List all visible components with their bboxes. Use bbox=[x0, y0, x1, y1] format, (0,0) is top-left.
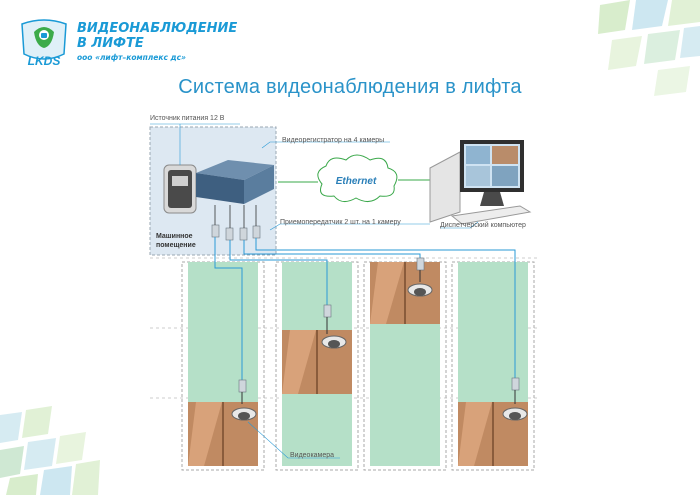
camera-2 bbox=[321, 304, 347, 349]
leader-lines bbox=[150, 123, 479, 459]
machine-room-label: Машинное помещение bbox=[156, 233, 196, 249]
page-title: Система видеонаблюдения в лифта bbox=[178, 76, 522, 98]
video-recorder-icon bbox=[196, 160, 274, 204]
recorder-label: Видеорегистратор на 4 камеры bbox=[282, 137, 385, 144]
computer-icon bbox=[429, 140, 532, 225]
logo-company: ооо «лифт–комплекс дс» bbox=[77, 53, 186, 62]
ethernet-label: Ethernet bbox=[336, 176, 377, 187]
camera-1 bbox=[231, 379, 257, 421]
lkds-logo: LKDS bbox=[18, 18, 70, 68]
logo-line2: В ЛИФТЕ bbox=[77, 36, 144, 51]
ethernet-cloud bbox=[317, 154, 398, 202]
video-cables bbox=[214, 237, 516, 380]
camera-3 bbox=[407, 257, 433, 297]
computer-label: Диспетчерский компьютер bbox=[440, 222, 526, 229]
power-supply-label: Источник питания 12 В bbox=[150, 115, 225, 122]
logo-brand: LKDS bbox=[28, 54, 61, 68]
cabin-3 bbox=[370, 262, 440, 324]
camera-4 bbox=[502, 377, 528, 421]
camera-label: Видеокамера bbox=[290, 452, 335, 459]
transceiver-label: Приемопередатчик 2 шт. на 1 камеру bbox=[280, 219, 401, 226]
logo-line1: ВИДЕОНАБЛЮДЕНИЕ bbox=[77, 21, 238, 36]
power-supply-icon bbox=[163, 164, 197, 214]
